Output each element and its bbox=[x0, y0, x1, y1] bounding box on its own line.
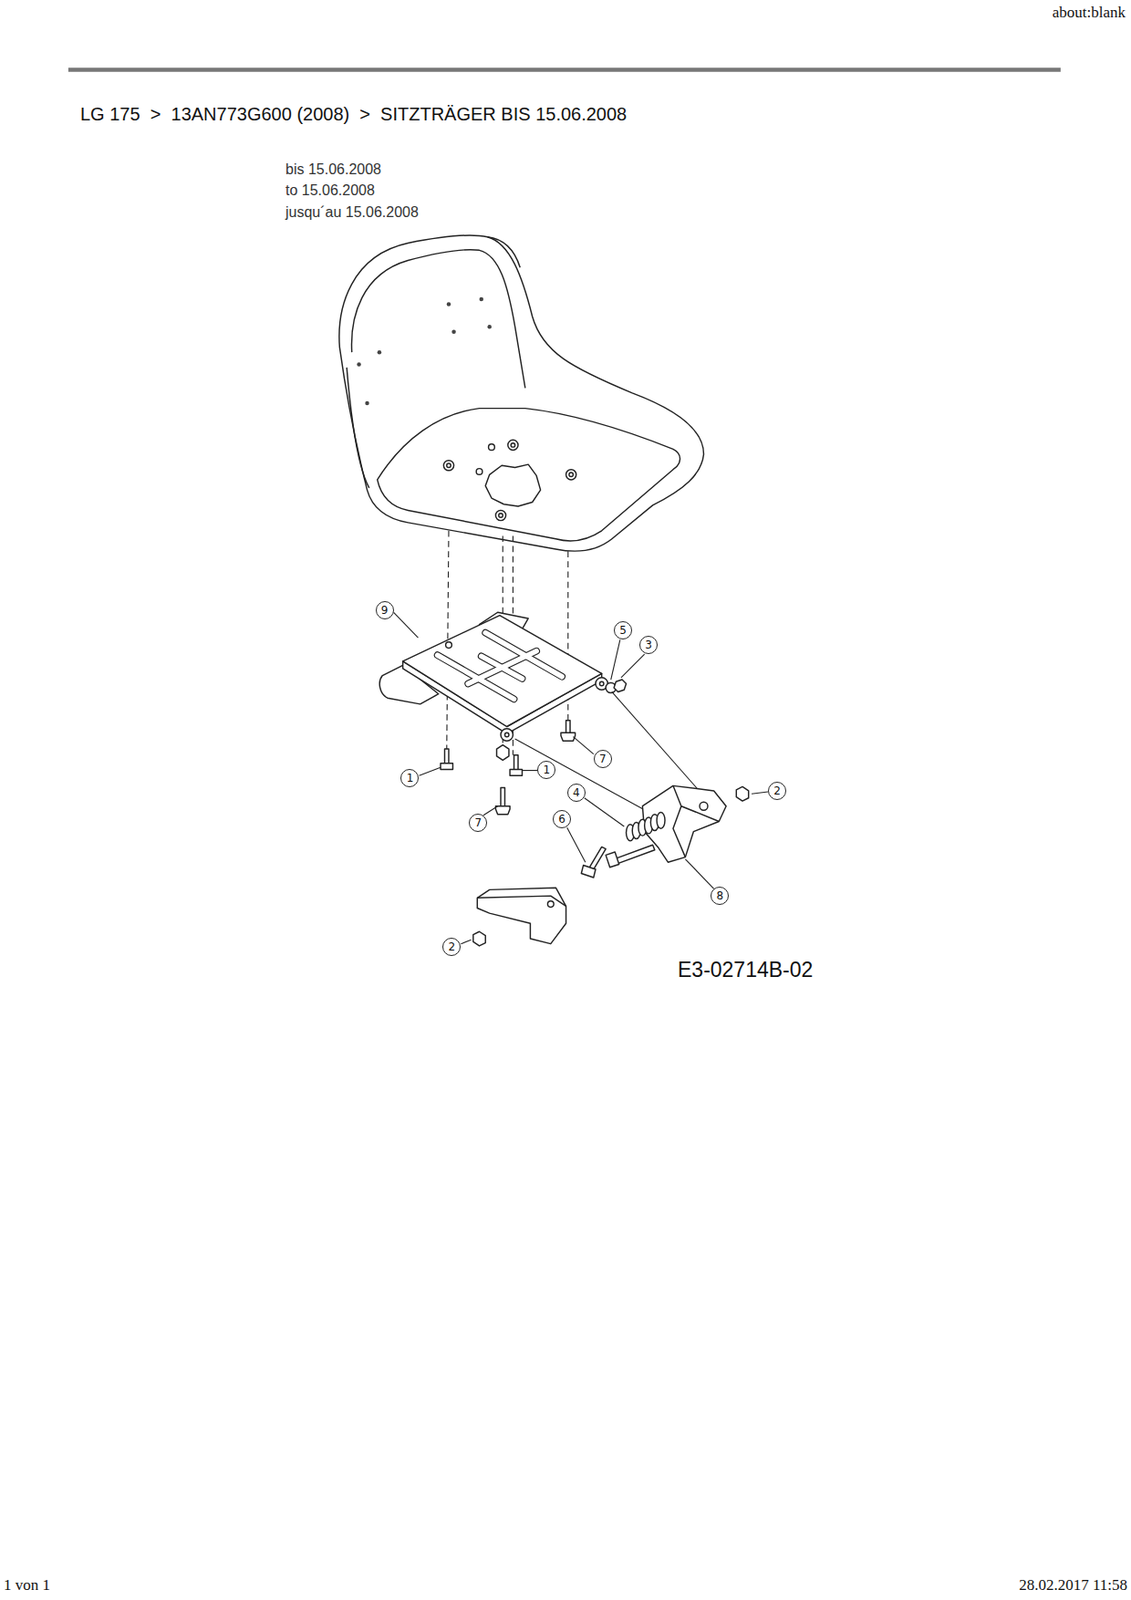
callout-number: 9 bbox=[375, 601, 395, 620]
callout-number: 7 bbox=[593, 749, 613, 768]
header-rule bbox=[68, 67, 1061, 72]
drawing-number: E3-02714B-02 bbox=[677, 957, 813, 983]
callout-number: 6 bbox=[552, 809, 571, 829]
callout-number: 2 bbox=[442, 937, 461, 956]
breadcrumb-title: LG 175 > 13AN773G600 (2008) > SITZTRÄGER… bbox=[80, 103, 627, 125]
browser-url: about:blank bbox=[1052, 3, 1126, 22]
callout-number: 2 bbox=[767, 781, 787, 800]
callout-number: 1 bbox=[400, 768, 419, 788]
print-timestamp: 28.02.2017 11:58 bbox=[1018, 1576, 1128, 1595]
page-count: 1 von 1 bbox=[3, 1576, 51, 1595]
seat-drawing bbox=[339, 235, 749, 946]
validity-note: bis 15.06.2008 bbox=[285, 161, 382, 178]
validity-note: jusqu´au 15.06.2008 bbox=[285, 204, 419, 221]
callout-number: 1 bbox=[537, 760, 556, 779]
callout-number: 3 bbox=[639, 635, 658, 654]
callout-number: 8 bbox=[710, 886, 729, 905]
callout-number: 5 bbox=[613, 621, 633, 640]
validity-note: to 15.06.2008 bbox=[285, 182, 375, 199]
leader-lines bbox=[394, 612, 768, 944]
callout-number: 4 bbox=[567, 783, 586, 802]
callout-number: 7 bbox=[468, 813, 488, 832]
